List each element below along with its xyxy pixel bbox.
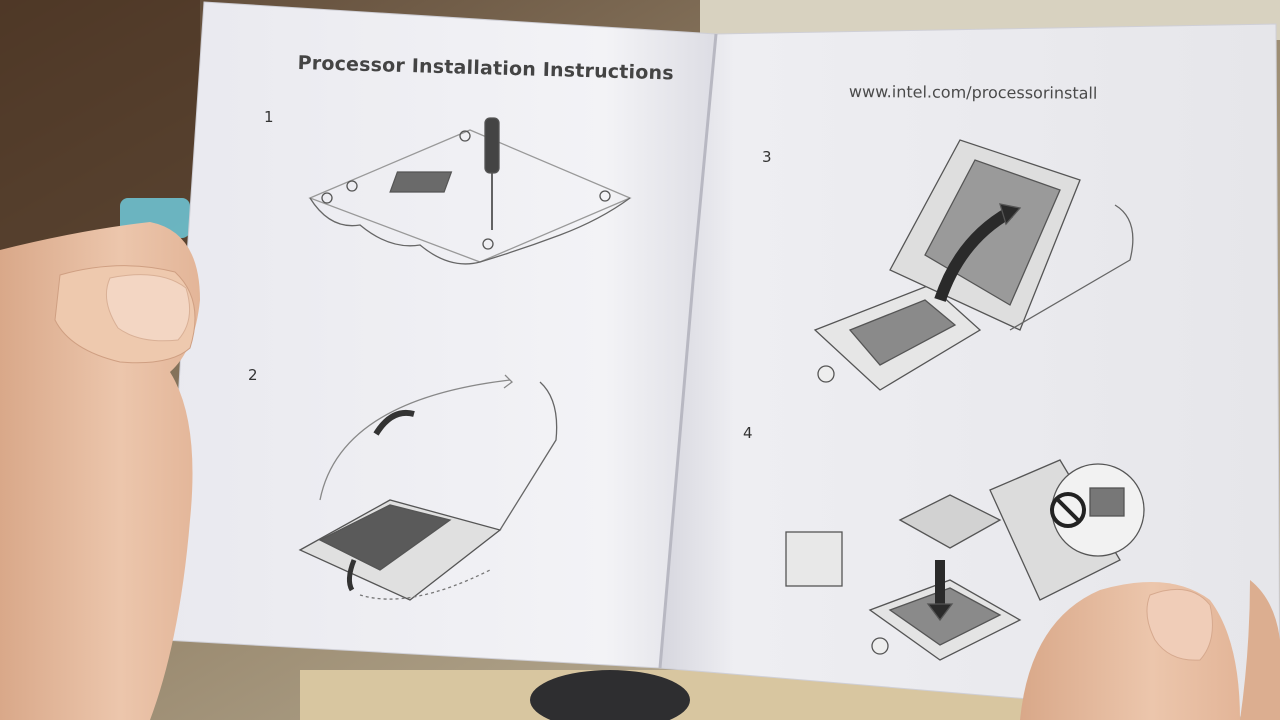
page-url: www.intel.com/processorinstall <box>848 82 1098 103</box>
book-gutter <box>658 33 718 669</box>
step4-illustration <box>785 459 1145 661</box>
step2-illustration <box>298 374 558 601</box>
step3-illustration <box>813 139 1134 391</box>
step-number-2: 2 <box>248 366 258 384</box>
step-number-1: 1 <box>264 108 274 126</box>
dark-object <box>530 670 690 720</box>
right-thumbnail <box>1146 588 1213 661</box>
step-number-3: 3 <box>762 148 772 166</box>
left-thumbnail <box>105 274 191 342</box>
step1-illustration <box>308 117 632 265</box>
right-hand-edge <box>1240 580 1280 720</box>
step-number-4: 4 <box>743 424 753 442</box>
